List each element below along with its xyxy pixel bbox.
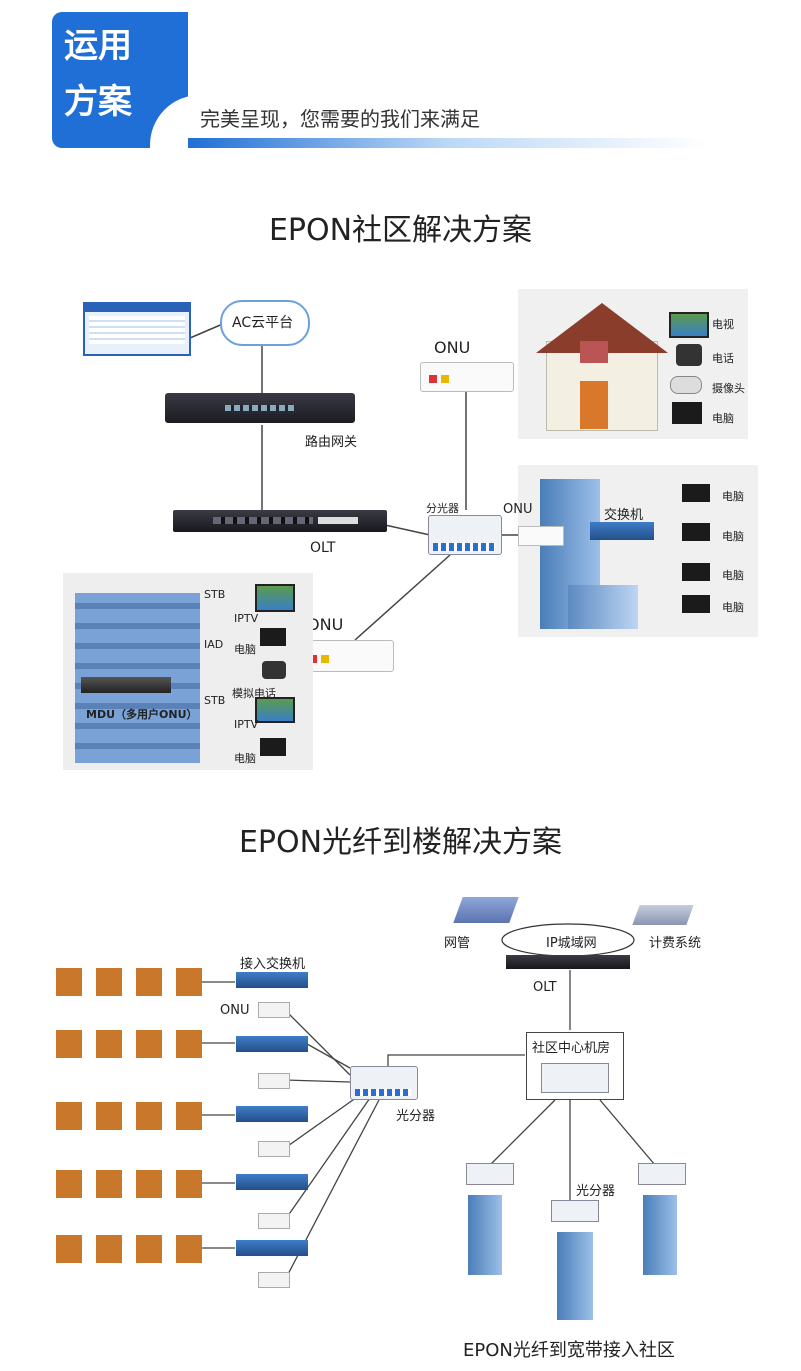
house-device-tv: 电视 bbox=[712, 318, 734, 331]
house-device-pc: 电脑 bbox=[712, 412, 734, 425]
ip-metro-label: IP城域网 bbox=[546, 936, 597, 951]
tv-icon bbox=[255, 697, 295, 723]
mdu-iad: IAD bbox=[204, 638, 224, 651]
onu-device bbox=[258, 1272, 290, 1288]
house-row-2 bbox=[56, 1030, 202, 1058]
badge-line-2: 方案 bbox=[64, 82, 132, 122]
pc-icon bbox=[260, 628, 286, 646]
badge-line-1: 运用 bbox=[64, 26, 132, 66]
splitter-device bbox=[350, 1066, 418, 1100]
pc-icon bbox=[682, 523, 710, 541]
router-device bbox=[165, 393, 355, 423]
access-switch bbox=[236, 1106, 308, 1122]
building-pc-3: 电脑 bbox=[722, 569, 744, 582]
billing-icon bbox=[632, 905, 694, 925]
splitter-device bbox=[466, 1163, 514, 1185]
building-pc-2: 电脑 bbox=[722, 530, 744, 543]
splitter-device bbox=[428, 515, 502, 555]
camera-icon bbox=[670, 376, 702, 394]
switch-device bbox=[590, 522, 654, 540]
section2-title: EPON光纤到楼解决方案 bbox=[238, 825, 563, 860]
onu-label: ONU bbox=[220, 1003, 250, 1018]
network-mgmt-label: 网管 bbox=[444, 936, 471, 951]
center-room-label: 社区中心机房 bbox=[532, 1041, 611, 1056]
building-icon bbox=[643, 1195, 677, 1275]
management-screen bbox=[83, 302, 191, 356]
section1-title: EPON社区解决方案 bbox=[268, 213, 533, 248]
switch-label: 交换机 bbox=[604, 508, 644, 523]
header-subtitle: 完美呈现，您需要的我们来满足 bbox=[200, 107, 480, 131]
building-icon bbox=[557, 1232, 593, 1320]
access-switch-label: 接入交换机 bbox=[240, 957, 306, 972]
center-room-box bbox=[526, 1032, 624, 1100]
billing-label: 计费系统 bbox=[649, 936, 702, 951]
house-row-1 bbox=[56, 968, 202, 996]
onu-bottom-label: ONU bbox=[307, 615, 344, 634]
olt-device bbox=[173, 510, 387, 532]
house-door bbox=[580, 381, 608, 429]
section2-footer: EPON光纤到宽带接入社区 bbox=[463, 1340, 675, 1361]
pc-icon bbox=[672, 402, 702, 424]
house-window bbox=[580, 341, 608, 363]
header-bar bbox=[188, 138, 708, 148]
splitter-right-label: 光分器 bbox=[576, 1184, 616, 1199]
phone-icon bbox=[676, 344, 702, 366]
onu-device bbox=[258, 1002, 290, 1018]
house-device-camera: 摄像头 bbox=[712, 382, 745, 395]
onu-device bbox=[258, 1213, 290, 1229]
mdu-label: MDU（多用户ONU） bbox=[86, 708, 198, 721]
olt-label: OLT bbox=[310, 540, 336, 556]
house-row-4 bbox=[56, 1170, 202, 1198]
mdu-device bbox=[81, 677, 171, 693]
access-switch bbox=[236, 1174, 308, 1190]
pc-icon bbox=[682, 484, 710, 502]
onu-mid-device bbox=[518, 526, 564, 546]
mdu-stb2: STB bbox=[204, 694, 226, 707]
onu-bottom-device bbox=[300, 640, 394, 672]
tv-icon bbox=[255, 584, 295, 612]
olt-label: OLT bbox=[533, 980, 557, 995]
house-panel bbox=[518, 289, 748, 439]
phone-icon bbox=[262, 661, 286, 679]
splitter-device bbox=[638, 1163, 686, 1185]
house-device-phone: 电话 bbox=[712, 352, 734, 365]
mdu-iptv1: IPTV bbox=[234, 612, 259, 625]
building-pc-1: 电脑 bbox=[722, 490, 744, 503]
splitter-left-label: 光分器 bbox=[396, 1109, 436, 1124]
splitter-label: 分光器 bbox=[426, 502, 459, 515]
header-badge: 运用 方案 bbox=[52, 12, 188, 148]
onu-top-device bbox=[420, 362, 514, 392]
pc-icon bbox=[682, 595, 710, 613]
onu-top-label: ONU bbox=[434, 338, 471, 357]
house-row-5 bbox=[56, 1235, 202, 1263]
access-switch bbox=[236, 972, 308, 988]
olt-device bbox=[506, 955, 630, 969]
pc-icon bbox=[260, 738, 286, 756]
house-row-3 bbox=[56, 1102, 202, 1130]
access-switch bbox=[236, 1240, 308, 1256]
pc-icon bbox=[682, 563, 710, 581]
mdu-phone: 模拟电话 bbox=[232, 687, 276, 700]
onu-device bbox=[258, 1141, 290, 1157]
building-panel bbox=[518, 465, 758, 637]
router-label: 路由网关 bbox=[305, 435, 358, 450]
access-switch bbox=[236, 1036, 308, 1052]
mdu-iptv2: IPTV bbox=[234, 718, 259, 731]
mdu-pc2: 电脑 bbox=[234, 752, 256, 765]
network-mgmt-icon bbox=[453, 897, 519, 923]
tv-icon bbox=[669, 312, 709, 338]
mdu-stb1: STB bbox=[204, 588, 226, 601]
low-building bbox=[568, 585, 638, 629]
splitter-device bbox=[551, 1200, 599, 1222]
building-pc-4: 电脑 bbox=[722, 601, 744, 614]
building-icon bbox=[468, 1195, 502, 1275]
mdu-pc1: 电脑 bbox=[234, 643, 256, 656]
cloud-label: AC云平台 bbox=[232, 315, 294, 331]
onu-mid-label: ONU bbox=[503, 502, 533, 517]
onu-device bbox=[258, 1073, 290, 1089]
cloud-icon bbox=[220, 300, 310, 346]
